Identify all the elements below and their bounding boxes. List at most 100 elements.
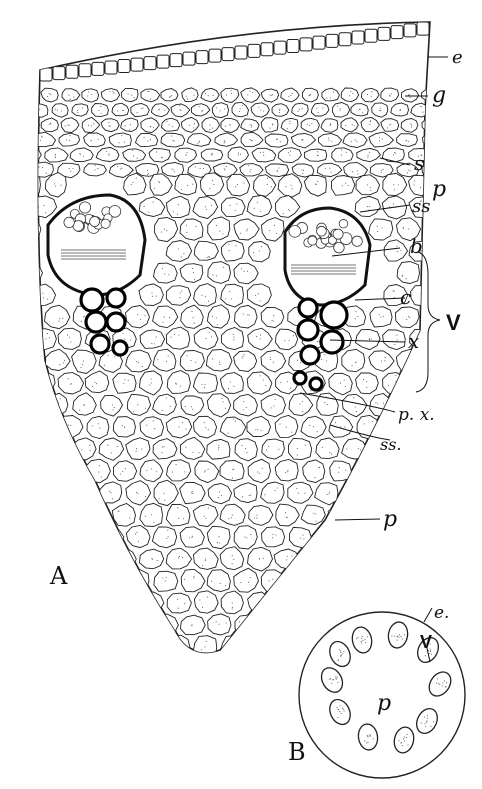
- parenchyma-cell: [82, 89, 99, 102]
- parenchyma-cell: [32, 505, 55, 524]
- parenchyma-cell: [275, 637, 297, 656]
- parenchyma-cell: [193, 197, 218, 219]
- parenchyma-cell: [45, 613, 68, 635]
- parenchyma-cell: [31, 162, 53, 177]
- parenchyma-cell: [123, 149, 146, 162]
- parenchyma-cell: [59, 592, 81, 615]
- parenchyma-cell: [357, 593, 381, 613]
- xylem-vessel: [310, 378, 322, 390]
- parenchyma-cell: [166, 241, 192, 262]
- parenchyma-cell: [127, 394, 150, 415]
- parenchyma-cell: [383, 173, 407, 195]
- parenchyma-cell: [21, 119, 40, 133]
- parenchyma-cell: [19, 395, 42, 416]
- parenchyma-cell: [31, 284, 56, 305]
- parenchyma-cell: [304, 175, 326, 196]
- parenchyma-cell: [265, 134, 288, 147]
- xylem-vessel: [321, 302, 347, 328]
- parenchyma-cell: [113, 373, 136, 393]
- epidermis-cell: [157, 55, 169, 68]
- bundle-b: [357, 723, 380, 751]
- parenchyma-cell: [234, 526, 257, 549]
- parenchyma-cell: [127, 614, 151, 637]
- panel-b-label-p: p: [377, 691, 391, 716]
- parenchyma-cell: [167, 371, 190, 394]
- parenchyma-cell: [206, 350, 232, 372]
- parenchyma-cell: [261, 350, 286, 372]
- parenchyma-cell: [136, 134, 158, 147]
- epidermis-cell: [391, 26, 403, 39]
- xylem-vessel: [301, 346, 319, 364]
- parenchyma-cell: [241, 88, 260, 103]
- parenchyma-cell: [356, 549, 379, 571]
- parenchyma-cell: [141, 592, 164, 613]
- parenchyma-cell: [369, 219, 393, 240]
- parenchyma-cell: [113, 635, 136, 658]
- parenchyma-cell: [249, 506, 273, 526]
- parenchyma-cell: [355, 460, 379, 483]
- parenchyma-cell: [193, 416, 216, 438]
- bundle-b: [317, 664, 346, 696]
- parenchyma-cell: [207, 570, 230, 592]
- parenchyma-cell: [140, 460, 163, 482]
- parenchyma-cell: [20, 438, 42, 460]
- parenchyma-cell: [221, 119, 240, 133]
- parenchyma-cell: [221, 636, 245, 660]
- parenchyma-cell: [84, 133, 106, 147]
- parenchyma-cell: [383, 330, 406, 350]
- parenchyma-cell: [181, 305, 204, 328]
- parenchyma-cell: [328, 549, 353, 570]
- parenchyma-cell: [124, 173, 146, 195]
- parenchyma-cell: [261, 482, 284, 503]
- epidermis-layer: [40, 22, 429, 81]
- parenchyma-cell: [395, 570, 420, 591]
- parenchyma-cell: [126, 306, 150, 328]
- phloem-cell: [64, 217, 74, 227]
- epidermis-cell: [144, 57, 156, 70]
- parenchyma-cell: [411, 286, 435, 306]
- epidermis-cell: [209, 49, 221, 62]
- parenchyma-cell: [281, 88, 299, 102]
- parenchyma-cell: [139, 197, 165, 217]
- label-p: p: [432, 177, 446, 202]
- parenchyma-cell: [161, 89, 178, 101]
- parenchyma-cell: [370, 571, 392, 591]
- parenchyma-cell: [249, 242, 270, 262]
- parenchyma-cell: [194, 591, 218, 613]
- epidermis-cell: [352, 31, 364, 44]
- parenchyma-cell: [397, 483, 420, 504]
- parenchyma-cell: [262, 439, 285, 459]
- parenchyma-cell: [195, 461, 219, 483]
- parenchyma-cell: [332, 148, 354, 162]
- parenchyma-cell: [72, 571, 96, 591]
- parenchyma-cell: [289, 527, 311, 547]
- parenchyma-cell: [289, 393, 313, 415]
- label-v: V: [446, 310, 461, 335]
- phloem-cell: [308, 236, 317, 245]
- parenchyma-cell: [247, 195, 272, 216]
- parenchyma-cell: [46, 526, 70, 548]
- xylem-vessel: [299, 299, 317, 317]
- parenchyma-cell: [101, 89, 119, 102]
- parenchyma-cell: [17, 349, 43, 371]
- parenchyma-cell: [153, 349, 176, 371]
- parenchyma-cell: [58, 328, 81, 349]
- parenchyma-cell: [112, 548, 136, 572]
- epidermis-cell: [365, 29, 377, 42]
- parenchyma-cell: [22, 88, 39, 101]
- parenchyma-cell: [61, 118, 79, 133]
- parenchyma-cell: [275, 460, 298, 481]
- parenchyma-cell: [227, 174, 250, 196]
- epidermis-cell: [313, 36, 325, 49]
- phloem-cell: [352, 236, 362, 246]
- parenchyma-cell: [112, 103, 129, 116]
- parenchyma-cell: [202, 117, 220, 133]
- bundle-b: [392, 725, 416, 755]
- parenchyma-cell: [87, 416, 109, 438]
- parenchyma-cell: [288, 482, 313, 503]
- parenchyma-cell: [241, 132, 263, 146]
- parenchyma-cell: [73, 393, 97, 415]
- panel-b-label-e: e.: [434, 603, 449, 623]
- parenchyma-cell: [212, 103, 228, 118]
- parenchyma-cell: [331, 176, 355, 196]
